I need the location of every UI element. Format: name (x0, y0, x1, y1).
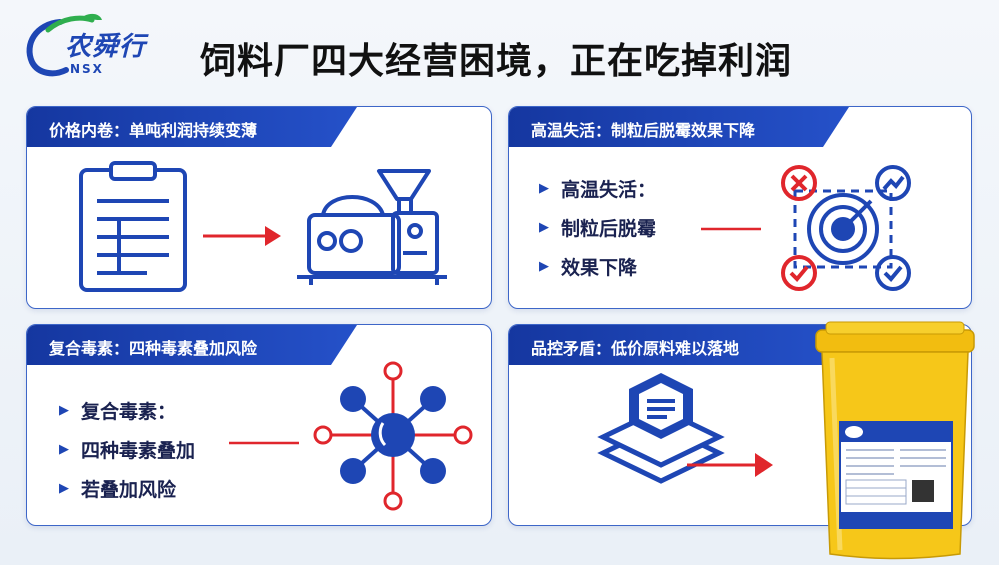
triangle-bullet-icon: ▶ (59, 442, 69, 457)
feed-machine-icon (297, 169, 447, 285)
check-icon (781, 255, 817, 291)
list-item: ▶复合毒素： (59, 401, 177, 423)
card-heat-bullets: ▶高温失活： ▶制粒后脱霉 ▶效果下降 (539, 169, 656, 286)
card-heat-illustration (701, 165, 911, 291)
card-toxin-bullets: ▶复合毒素： ▶四种毒素叠加 ▶若叠加风险 (59, 391, 195, 508)
card-price-illustration (79, 161, 447, 292)
cross-icon (781, 165, 817, 201)
list-item: ▶四种毒素叠加 (59, 440, 196, 462)
molecule-icon (313, 361, 473, 511)
card-toxin: 复合毒素：四种毒素叠加风险 ▶复合毒素： ▶四种毒素叠加 ▶若叠加风险 (26, 324, 492, 526)
triangle-bullet-icon: ▶ (539, 181, 549, 196)
card-quality-illustration (597, 373, 773, 484)
list-item: ▶高温失活： (539, 179, 657, 201)
trend-icon (875, 165, 911, 201)
check-icon (875, 255, 911, 291)
clipboard-icon (79, 161, 187, 292)
card-heat-title: 高温失活：制粒后脱霉效果下降 (509, 107, 849, 147)
arrow-right-icon (203, 226, 281, 246)
triangle-bullet-icon: ▶ (59, 481, 69, 496)
card-quality-title: 品控矛盾：低价原料难以落地 (509, 325, 849, 365)
list-item: ▶效果下降 (539, 257, 638, 279)
brand-logo: 农舜行 NSX (18, 10, 168, 88)
triangle-bullet-icon: ▶ (59, 403, 69, 418)
feed-bucket-icon (815, 321, 975, 560)
card-price: 价格内卷：单吨利润持续变薄 (26, 106, 492, 309)
card-price-title: 价格内卷：单吨利润持续变薄 (27, 107, 357, 147)
brand-name: 农舜行 (65, 32, 147, 62)
list-item: ▶若叠加风险 (59, 479, 177, 501)
target-icon (793, 189, 893, 269)
page-title: 饲料厂四大经营困境，正在吃掉利润 (200, 41, 793, 82)
card-toxin-illustration (229, 361, 473, 511)
triangle-bullet-icon: ▶ (539, 259, 549, 274)
brand-abbr: NSX (70, 62, 104, 76)
logo-swoosh-icon (26, 13, 102, 77)
list-item: ▶制粒后脱霉 (539, 218, 657, 240)
triangle-bullet-icon: ▶ (539, 220, 549, 235)
arrow-right-icon (687, 453, 773, 477)
card-toxin-title: 复合毒素：四种毒素叠加风险 (27, 325, 357, 365)
card-heat: 高温失活：制粒后脱霉效果下降 ▶高温失活： ▶制粒后脱霉 ▶效果下降 (508, 106, 972, 309)
layers-document-icon (597, 373, 725, 484)
